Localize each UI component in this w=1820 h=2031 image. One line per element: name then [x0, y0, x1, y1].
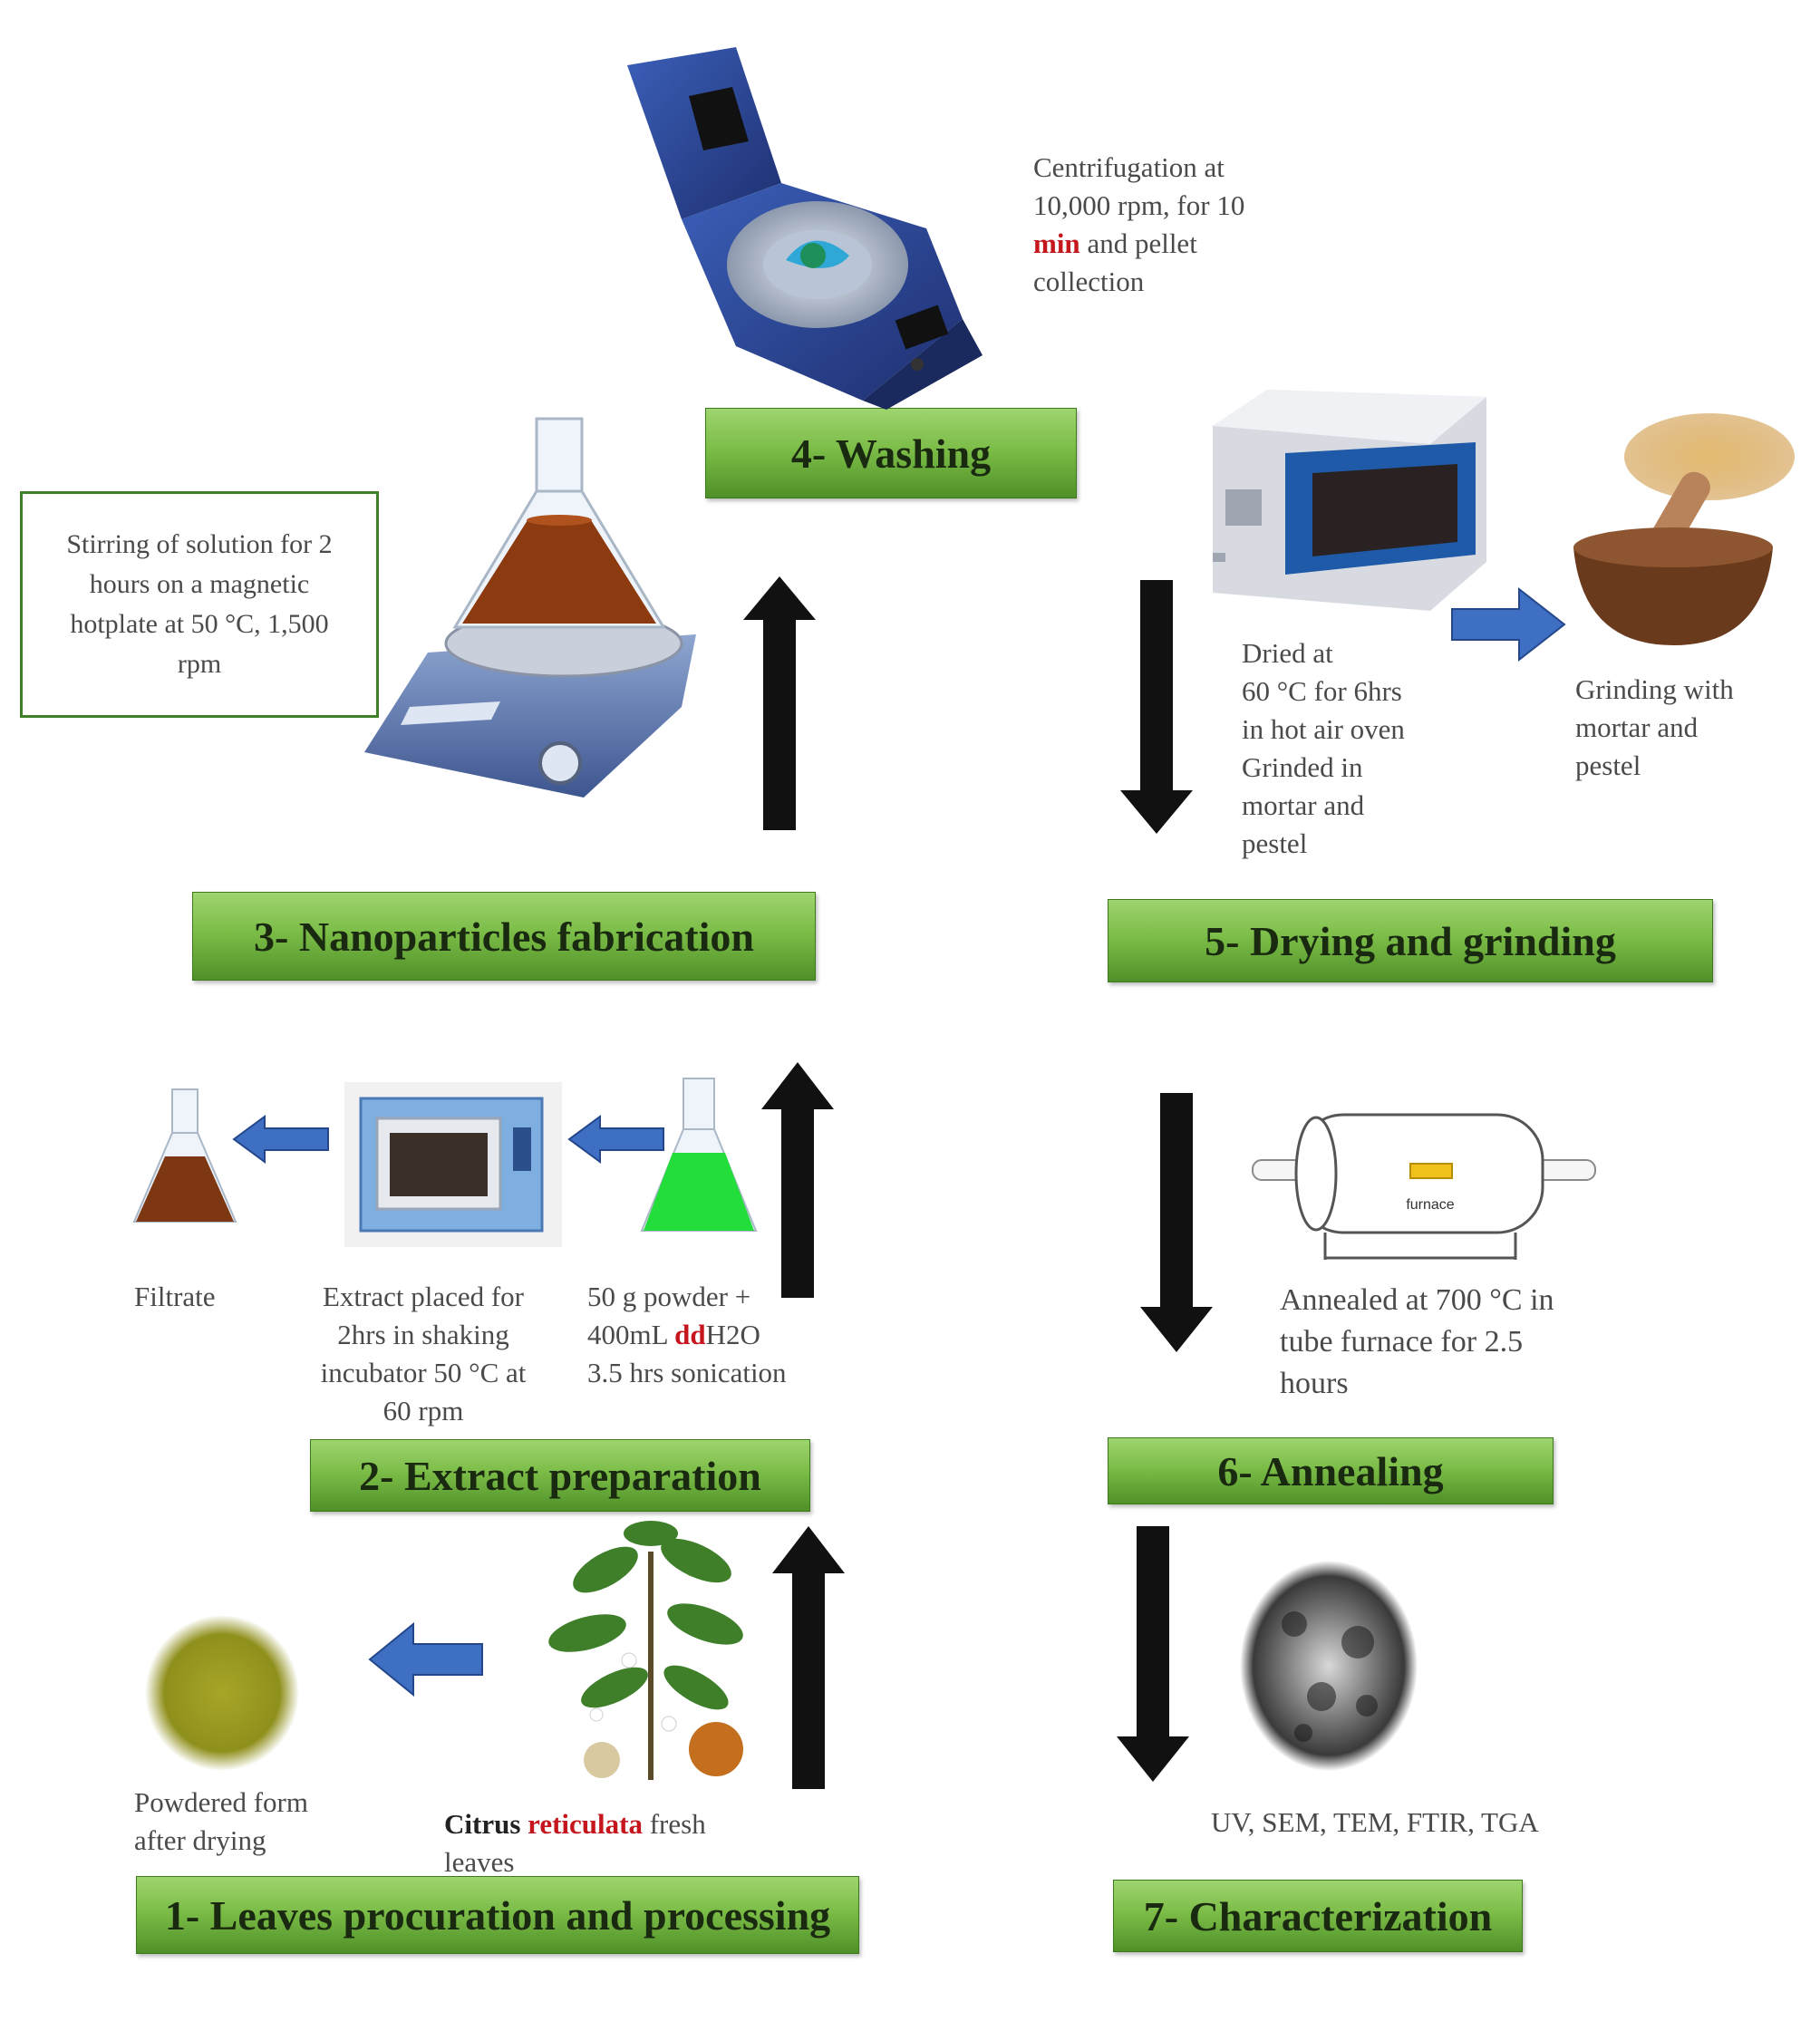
magnetic-stirrer-flask-icon: [355, 419, 705, 798]
caption-highlight: min: [1033, 227, 1080, 259]
extract-placed-caption: Extract placed for 2hrs in shaking incub…: [292, 1278, 555, 1430]
powder-caption: 50 g powder + 400mL ddH2O 3.5 hrs sonica…: [587, 1278, 787, 1392]
caption-line: 60 rpm: [292, 1392, 555, 1430]
blue-arrow-left-to-filtrate: [234, 1117, 328, 1162]
caption-line: Grinded in: [1242, 749, 1405, 787]
citrus-caption: Citrus reticulata fresh leaves: [444, 1805, 706, 1881]
caption-fragment: H2O: [706, 1319, 760, 1350]
caption-line: Citrus reticulata fresh: [444, 1805, 706, 1843]
caption-fragment: 400mL: [587, 1319, 674, 1350]
caption-line: 400mL ddH2O: [587, 1316, 787, 1354]
caption-line: tube furnace for 2.5: [1280, 1321, 1554, 1363]
caption-line: collection: [1033, 263, 1244, 301]
step-1-label: 1- Leaves procuration and processing: [165, 1891, 830, 1939]
sem-image-icon: [1240, 1561, 1418, 1771]
caption-line: incubator 50 °C at: [292, 1354, 555, 1392]
down-arrow-4-to-5: [1120, 580, 1193, 834]
caption-line: hours: [1280, 1363, 1554, 1405]
powdered-caption: Powdered form after drying: [134, 1784, 308, 1860]
green-flask-icon: [642, 1078, 756, 1236]
step-2-extract-preparation: 2- Extract preparation: [310, 1439, 810, 1512]
step-7-label: 7- Characterization: [1144, 1892, 1493, 1940]
caption-line: 50 g powder +: [587, 1278, 787, 1316]
caption-line: mortar and: [1242, 787, 1405, 825]
mortar-pestle-icon: [1573, 411, 1795, 645]
caption-highlight: dd: [674, 1319, 705, 1350]
caption-line: 2hrs in shaking: [292, 1316, 555, 1354]
leaf-powder-icon: [145, 1615, 299, 1771]
furnace-label: furnace: [1406, 1197, 1454, 1213]
dried-caption: Dried at 60 °C for 6hrs in hot air oven …: [1242, 634, 1405, 863]
step-2-label: 2- Extract preparation: [359, 1452, 761, 1500]
caption-line: 3.5 hrs sonication: [587, 1354, 787, 1392]
step-3-nanoparticles-fabrication: 3- Nanoparticles fabrication: [192, 892, 816, 981]
up-arrow-3-to-4: [743, 576, 816, 830]
characterization-caption: UV, SEM, TEM, FTIR, TGA: [1211, 1804, 1539, 1842]
caption-line: 60 °C for 6hrs: [1242, 672, 1405, 711]
caption-line: Grinding with: [1575, 671, 1734, 709]
centrifugation-caption: Centrifugation at 10,000 rpm, for 10 min…: [1033, 149, 1244, 301]
caption-line: Annealed at 700 °C in: [1280, 1280, 1554, 1321]
caption-line: Centrifugation at: [1033, 149, 1244, 187]
step-4-label: 4- Washing: [791, 430, 991, 478]
step-6-label: 6- Annealing: [1217, 1447, 1443, 1495]
down-arrow-6-to-7: [1117, 1526, 1189, 1782]
caption-line: pestel: [1242, 825, 1405, 863]
up-arrow-1-to-2: [772, 1526, 845, 1789]
caption-line: Extract placed for: [292, 1278, 555, 1316]
caption-line: Filtrate: [134, 1278, 216, 1316]
caption-line: 10,000 rpm, for 10: [1033, 187, 1244, 225]
stirring-caption-box: Stirring of solution for 2 hours on a ma…: [20, 491, 379, 718]
caption-line: leaves: [444, 1843, 706, 1881]
annealed-caption: Annealed at 700 °C in tube furnace for 2…: [1280, 1280, 1554, 1405]
blue-arrow-left-to-powder: [370, 1624, 482, 1695]
caption-fragment: Citrus: [444, 1808, 528, 1840]
caption-line: Dried at: [1242, 634, 1405, 672]
shaking-incubator-icon: [344, 1082, 562, 1247]
caption-line: UV, SEM, TEM, FTIR, TGA: [1211, 1804, 1539, 1842]
filtrate-flask-icon: [134, 1089, 236, 1227]
hot-air-oven-icon: [1213, 390, 1486, 611]
caption-line: min and pellet: [1033, 225, 1244, 263]
centrifuge-icon: [627, 47, 984, 410]
step-7-characterization: 7- Characterization: [1113, 1880, 1523, 1952]
step-5-label: 5- Drying and grinding: [1205, 917, 1616, 965]
tube-furnace-icon: furnace: [1253, 1107, 1595, 1260]
step-1-leaves-procuration: 1- Leaves procuration and processing: [136, 1876, 859, 1954]
caption-line: mortar and: [1575, 709, 1734, 747]
citrus-plant-icon: [542, 1515, 758, 1780]
caption-line: in hot air oven: [1242, 711, 1405, 749]
caption-fragment: and pellet: [1080, 227, 1197, 259]
step-3-label: 3- Nanoparticles fabrication: [254, 913, 754, 961]
step-4-washing: 4- Washing: [705, 408, 1077, 498]
caption-line: Powdered form: [134, 1784, 308, 1822]
grinding-caption: Grinding with mortar and pestel: [1575, 671, 1734, 785]
stirring-caption: Stirring of solution for 2 hours on a ma…: [23, 525, 376, 684]
step-6-annealing: 6- Annealing: [1108, 1437, 1554, 1504]
caption-fragment: fresh: [643, 1808, 706, 1840]
up-arrow-2-to-3: [761, 1062, 834, 1298]
caption-line: pestel: [1575, 747, 1734, 785]
caption-line: after drying: [134, 1822, 308, 1860]
down-arrow-5-to-6: [1140, 1093, 1213, 1352]
filtrate-caption: Filtrate: [134, 1278, 216, 1316]
caption-highlight: reticulata: [528, 1808, 643, 1840]
step-5-drying-grinding: 5- Drying and grinding: [1108, 899, 1713, 982]
